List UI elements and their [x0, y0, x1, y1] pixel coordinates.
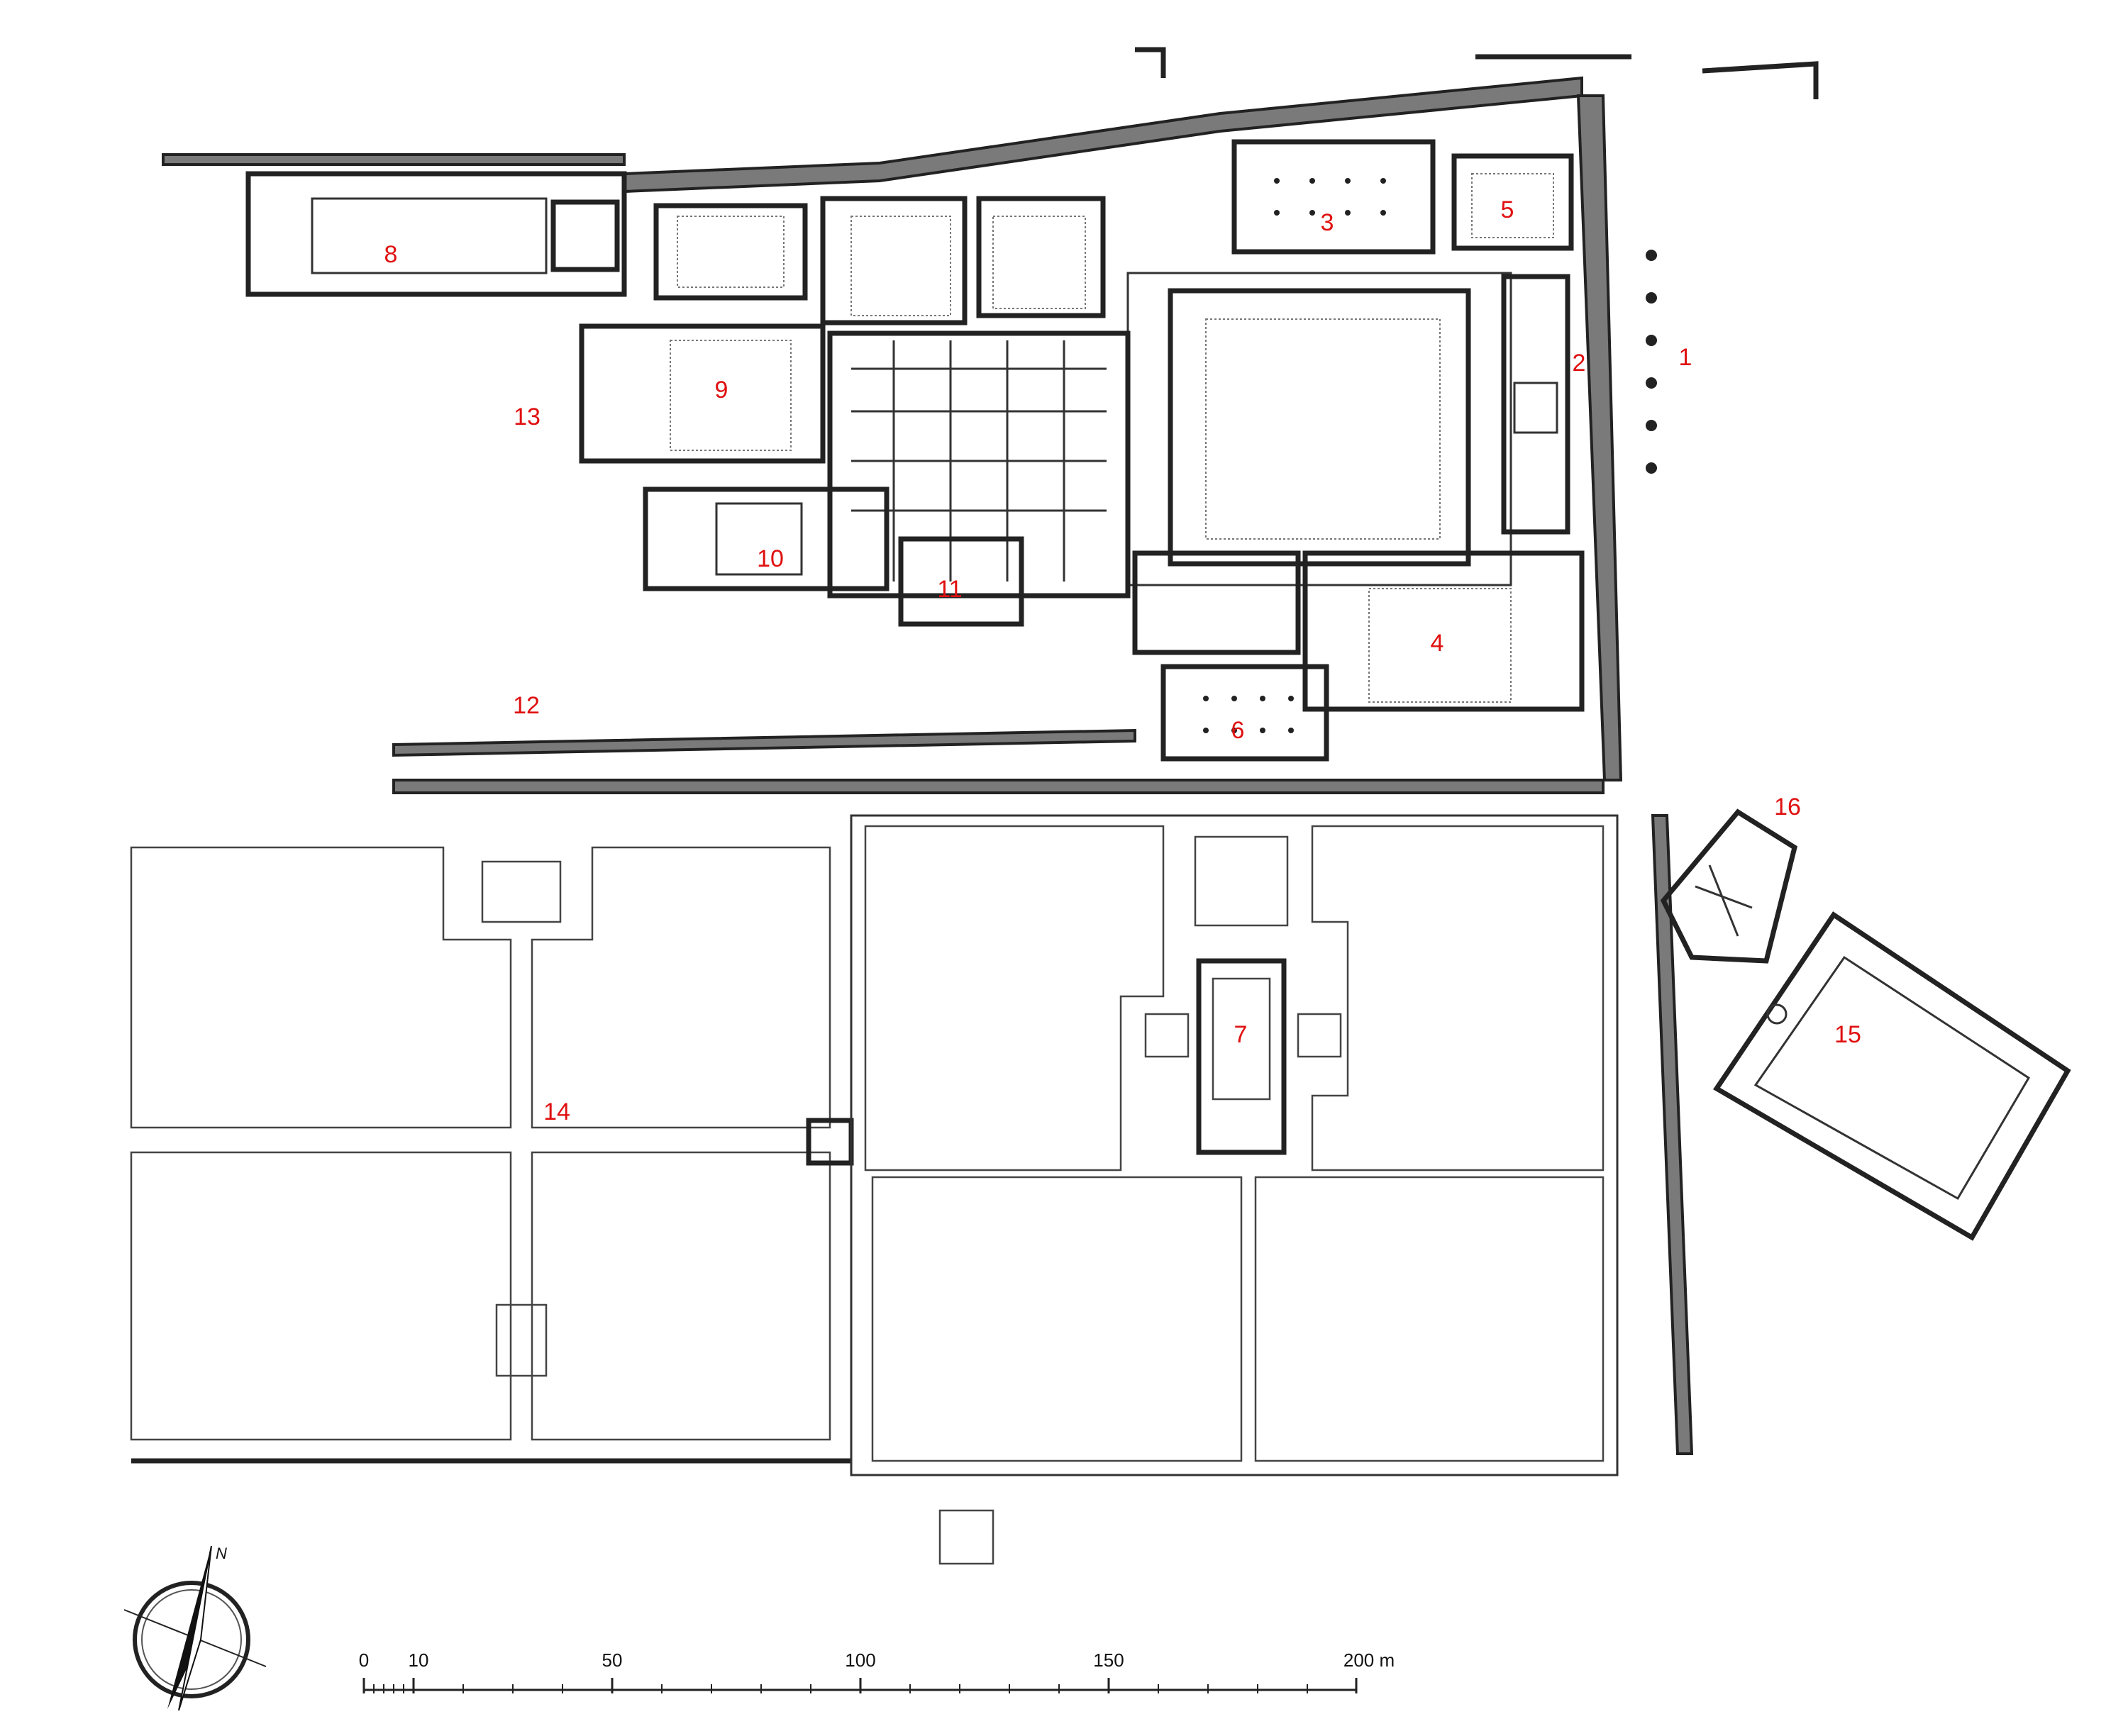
north-label: N	[216, 1545, 227, 1562]
label-16: 16	[1774, 794, 1801, 820]
label-5: 5	[1501, 196, 1514, 223]
label-3: 3	[1321, 209, 1334, 236]
label-14: 14	[543, 1098, 570, 1125]
western-gardens	[130, 846, 854, 1464]
label-4: 4	[1431, 630, 1444, 657]
north-arrow-icon: N	[123, 1545, 267, 1711]
scale-bar: 0 10 50 100 150 200 m	[359, 1649, 1395, 1693]
scale-tick-label: 50	[602, 1649, 623, 1671]
scale-tick-label: 150	[1093, 1649, 1124, 1671]
area-labels: 1 2 3 4 5 6 7 8 9 10 11 12 13 14 15 16	[384, 196, 1861, 1125]
label-10: 10	[757, 545, 784, 572]
scale-tick-label: 0	[359, 1649, 369, 1671]
scale-tick-label: 200 m	[1343, 1649, 1395, 1671]
label-6: 6	[1231, 717, 1245, 744]
label-7: 7	[1234, 1021, 1248, 1048]
label-2: 2	[1573, 350, 1586, 377]
building-15	[1713, 911, 2071, 1241]
eastern-gardens	[850, 814, 1694, 1565]
label-15: 15	[1834, 1021, 1861, 1048]
label-8: 8	[384, 241, 398, 268]
label-13: 13	[514, 404, 541, 430]
colonnades	[1203, 178, 1657, 733]
building-16	[1660, 808, 1798, 964]
label-1: 1	[1679, 344, 1692, 371]
label-12: 12	[513, 692, 540, 719]
label-11: 11	[937, 576, 962, 603]
label-9: 9	[715, 377, 728, 404]
scale-tick-label: 100	[845, 1649, 875, 1671]
scale-tick-label: 10	[409, 1649, 429, 1671]
northern-palace	[162, 47, 1819, 794]
